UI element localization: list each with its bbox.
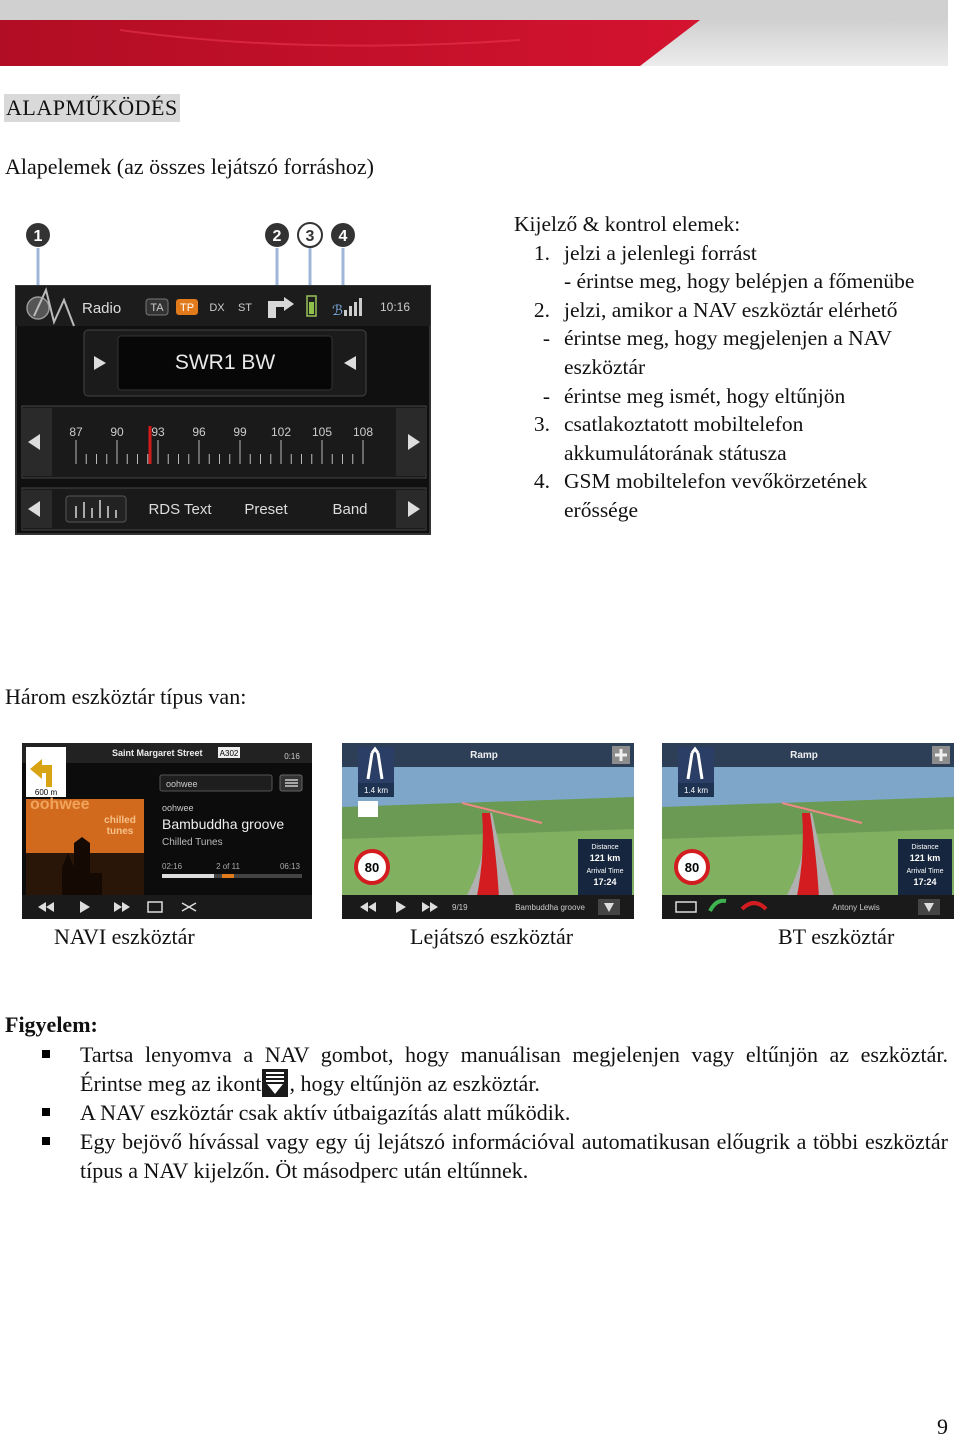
caption-navi: NAVI eszköztár bbox=[54, 924, 195, 949]
hide-toolbar-icon bbox=[604, 903, 614, 912]
svg-text:10:16: 10:16 bbox=[380, 300, 410, 314]
ramp-icon bbox=[686, 746, 704, 780]
frequency-label: 105 bbox=[312, 425, 332, 439]
svg-text:9/19: 9/19 bbox=[452, 903, 468, 912]
svg-text:3: 3 bbox=[306, 228, 315, 245]
svg-text:121 km: 121 km bbox=[910, 853, 941, 863]
callout-marker-2: 2 bbox=[265, 223, 289, 294]
toolbar-types-heading: Három eszköztár típus van: bbox=[5, 684, 247, 709]
notice-item: Egy bejövő hívással vagy egy új lejátszó… bbox=[40, 1127, 948, 1185]
preset-button: Preset bbox=[244, 501, 288, 518]
station-name: SWR1 BW bbox=[175, 351, 276, 374]
frequency-label: 102 bbox=[271, 425, 291, 439]
svg-text:Saint Margaret Street: Saint Margaret Street bbox=[112, 748, 203, 758]
svg-text:Arrival Time: Arrival Time bbox=[907, 868, 944, 875]
hide-toolbar-icon bbox=[262, 1069, 289, 1097]
svg-text:TA: TA bbox=[150, 302, 164, 314]
hide-toolbar-icon bbox=[924, 903, 934, 912]
ramp-icon bbox=[366, 746, 384, 780]
prev-station-arrow bbox=[94, 356, 106, 370]
svg-text:600 m: 600 m bbox=[35, 788, 58, 797]
turn-arrow-icon bbox=[30, 759, 52, 787]
svg-text:Radio: Radio bbox=[82, 300, 121, 317]
navi-toolbar-screenshot: Saint Margaret Street A302 0:16 600 m oo… bbox=[22, 743, 312, 919]
svg-text:oohwee: oohwee bbox=[166, 779, 198, 789]
svg-text:2 of 11: 2 of 11 bbox=[216, 862, 240, 871]
svg-text:DX: DX bbox=[209, 302, 225, 314]
end-call-icon bbox=[740, 901, 768, 911]
player-toolbar-screenshot: Ramp 1.4 km 80 Distance 121 km Arrival T… bbox=[342, 743, 634, 919]
description-heading: Kijelző & kontrol elemek: bbox=[514, 212, 741, 236]
svg-text:oohwee: oohwee bbox=[30, 796, 90, 813]
svg-text:Ramp: Ramp bbox=[790, 750, 818, 761]
signal-strength-icon: ℬ bbox=[332, 298, 362, 319]
svg-text:TP: TP bbox=[180, 302, 194, 314]
notice-list: Tartsa lenyomva a NAV gombot, hogy manuá… bbox=[40, 1040, 948, 1185]
battery-icon bbox=[306, 295, 317, 317]
bt-controls bbox=[675, 898, 768, 913]
radio-screen-figure: 1 2 3 4 Radio TA TP DX ST ℬ bbox=[15, 222, 431, 535]
svg-text:Distance: Distance bbox=[591, 844, 618, 851]
notice-item: A NAV eszköztár csak aktív útbaigazítás … bbox=[40, 1098, 948, 1127]
header-banner bbox=[0, 0, 948, 66]
navi-progress-fill bbox=[162, 874, 214, 878]
svg-text:121 km: 121 km bbox=[590, 853, 621, 863]
frequency-label: 87 bbox=[69, 425, 83, 439]
next-station-arrow bbox=[344, 356, 356, 370]
svg-text:ℬ: ℬ bbox=[332, 303, 343, 319]
callout-marker-4: 4 bbox=[331, 223, 355, 294]
svg-text:1.4 km: 1.4 km bbox=[364, 786, 388, 795]
callout-marker-1: 1 bbox=[26, 223, 50, 288]
page-number: 9 bbox=[937, 1414, 948, 1439]
caption-player: Lejátszó eszköztár bbox=[410, 924, 574, 949]
frequency-label: 99 bbox=[233, 425, 247, 439]
svg-text:Arrival Time: Arrival Time bbox=[587, 868, 624, 875]
controls-description: Kijelző & kontrol elemek: 1.jelzi a jele… bbox=[514, 210, 934, 525]
band-button: Band bbox=[332, 501, 367, 518]
bt-toolbar-screenshot: Ramp 1.4 km 80 Distance 121 km Arrival T… bbox=[662, 743, 954, 919]
svg-text:0:16: 0:16 bbox=[284, 752, 300, 761]
speed-limit-sign bbox=[674, 849, 710, 885]
rds-text-button: RDS Text bbox=[148, 501, 212, 518]
media-controls bbox=[38, 901, 197, 913]
frequency-label: 93 bbox=[151, 425, 165, 439]
caption-bt: BT eszköztár bbox=[778, 924, 895, 949]
speed-limit-sign bbox=[354, 849, 390, 885]
source-icon bbox=[26, 287, 75, 327]
svg-text:oohwee: oohwee bbox=[162, 803, 194, 813]
accept-call-icon bbox=[708, 898, 727, 912]
nav-toolbar-indicator-icon bbox=[268, 297, 294, 318]
svg-text:80: 80 bbox=[365, 860, 379, 875]
svg-text:chilled: chilled bbox=[104, 815, 136, 826]
equalizer-icon bbox=[65, 495, 127, 523]
svg-text:Chilled Tunes: Chilled Tunes bbox=[162, 837, 223, 848]
callout-marker-3: 3 bbox=[297, 222, 323, 294]
svg-text:Bambuddha groove: Bambuddha groove bbox=[515, 903, 585, 912]
svg-text:4: 4 bbox=[339, 228, 348, 245]
frequency-label: 96 bbox=[192, 425, 206, 439]
svg-text:tunes: tunes bbox=[107, 826, 134, 837]
svg-text:Ramp: Ramp bbox=[470, 750, 498, 761]
svg-text:02:16: 02:16 bbox=[162, 862, 183, 871]
svg-text:1: 1 bbox=[34, 228, 43, 245]
svg-text:ST: ST bbox=[238, 302, 252, 314]
svg-text:17:24: 17:24 bbox=[913, 877, 936, 887]
notice-title: Figyelem: bbox=[5, 1012, 98, 1037]
frequency-label: 90 bbox=[110, 425, 124, 439]
svg-text:17:24: 17:24 bbox=[593, 877, 616, 887]
svg-text:Distance: Distance bbox=[911, 844, 938, 851]
section-title: ALAPMŰKÖDÉS bbox=[4, 94, 180, 122]
svg-text:06:13: 06:13 bbox=[280, 862, 301, 871]
svg-text:A302: A302 bbox=[220, 749, 239, 758]
section-subtitle: Alapelemek (az összes lejátszó forráshoz… bbox=[5, 154, 374, 179]
svg-text:Bambuddha groove: Bambuddha groove bbox=[162, 816, 284, 832]
list-icon bbox=[285, 779, 298, 787]
frequency-label: 108 bbox=[353, 425, 373, 439]
svg-text:2: 2 bbox=[273, 228, 282, 245]
svg-text:1.4 km: 1.4 km bbox=[684, 786, 708, 795]
notice-item: Tartsa lenyomva a NAV gombot, hogy manuá… bbox=[40, 1040, 948, 1098]
svg-text:Antony Lewis: Antony Lewis bbox=[832, 903, 880, 912]
svg-text:80: 80 bbox=[685, 860, 699, 875]
